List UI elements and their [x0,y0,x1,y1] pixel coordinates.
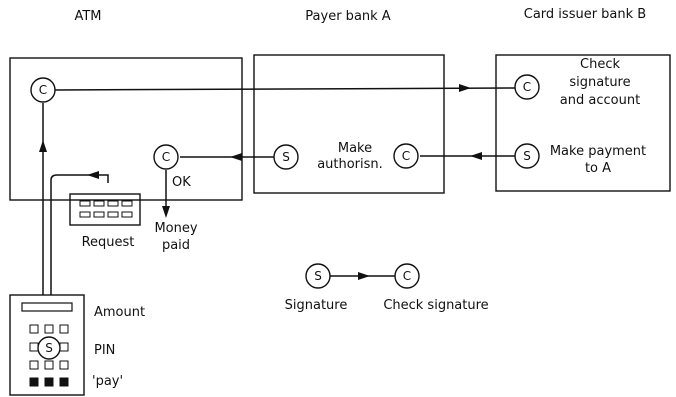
legend-sign-node: S [306,264,330,288]
payment-arrowhead [470,152,482,160]
svg-text:S: S [282,150,290,164]
make-payment-label-2: to A [585,161,611,176]
authorisation-arrowhead [230,153,242,161]
svg-text:S: S [45,341,53,355]
issuer-check-node: C [515,75,539,99]
svg-text:S: S [523,149,531,163]
amount-label: Amount [94,305,145,320]
svg-text:S: S [314,269,322,283]
payer-bank-box [254,55,444,193]
request-line [55,88,515,90]
request-arrowhead [459,84,471,92]
header-payer-bank: Payer bank A [305,9,391,24]
check-signature-label-3: and account [560,93,640,108]
check-signature-label-2: signature [569,75,630,90]
atm-check-node: C [31,78,55,102]
money-paid-label-2: paid [162,238,190,253]
make-authorisation-label-2: authorisn. [317,157,383,172]
pin-label: PIN [94,343,115,358]
payer-sign-node: S [274,145,298,169]
request-label: Request [82,235,135,250]
make-payment-label-1: Make payment [550,144,646,159]
pay-label: 'pay' [92,374,123,389]
svg-text:C: C [162,150,170,164]
check-signature-label-1: Check [580,57,620,72]
atm-ok-check-node: C [154,145,178,169]
svg-text:C: C [403,269,411,283]
legend-signature-label: Signature [285,298,348,313]
legend-check-signature-label: Check signature [383,298,488,313]
atm-keypad-keys [80,201,132,217]
terminal-display [22,303,72,311]
header-issuer-bank: Card issuer bank B [524,7,646,22]
issuer-sign-node: S [515,144,539,168]
legend-arrowhead [358,272,370,280]
svg-text:C: C [39,83,47,97]
legend-check-node: C [395,264,419,288]
money-arrowhead [162,206,170,218]
ok-label: OK [172,175,191,190]
card-arrowhead [39,140,47,152]
terminal-sign-node: S [38,337,60,359]
svg-text:C: C [523,80,531,94]
header-atm: ATM [74,9,101,24]
atm-keypad [70,194,140,225]
make-authorisation-label-1: Make [338,141,372,156]
request-loop-arrowhead [87,171,99,179]
money-paid-label-1: Money [154,221,197,236]
svg-text:C: C [402,149,410,163]
payer-check-node: C [394,144,418,168]
